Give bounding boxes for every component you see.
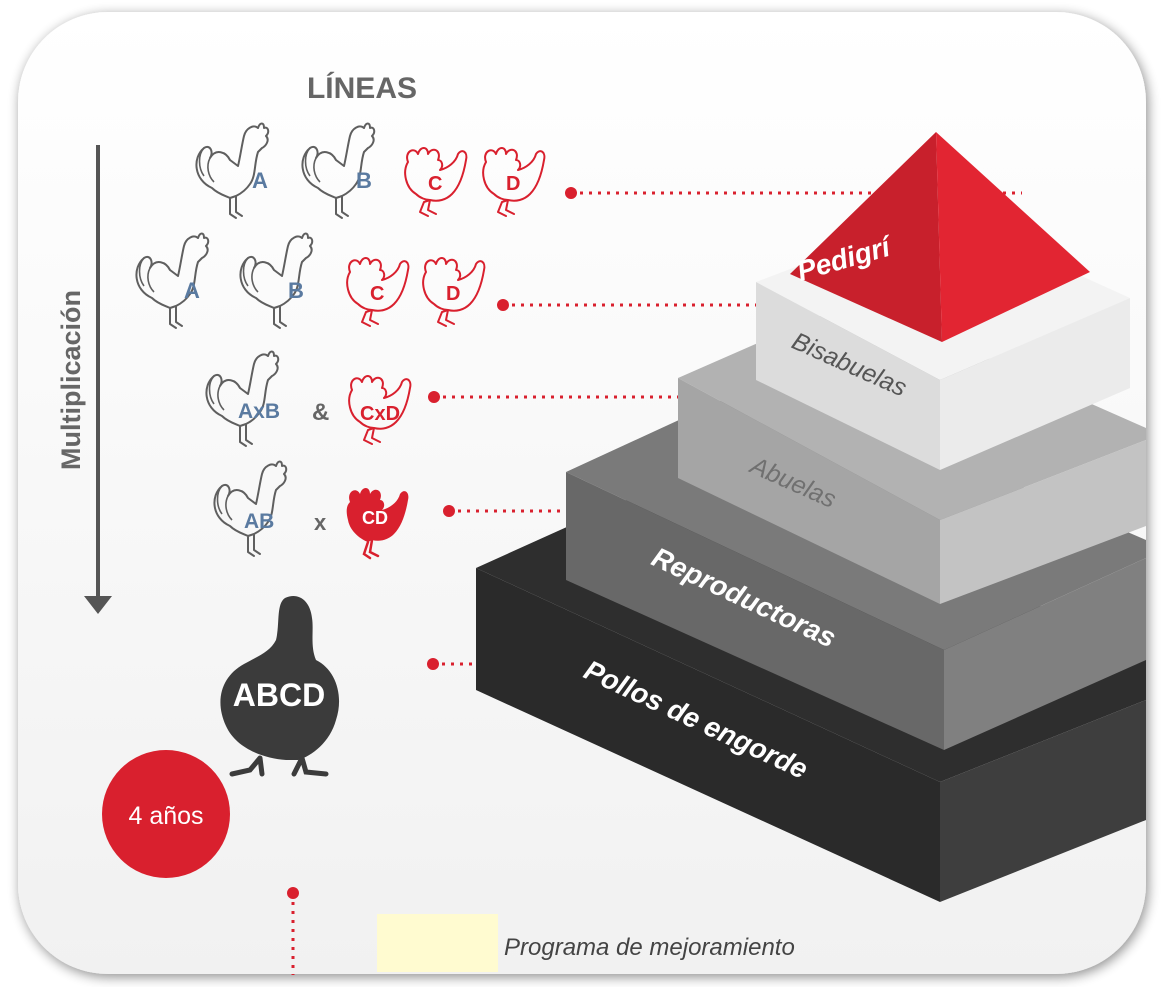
- arrow-down-icon: [84, 145, 112, 614]
- bird-code: D: [506, 173, 520, 195]
- bird-code: CD: [362, 508, 388, 528]
- pyramid-level-pedigree: [790, 132, 1090, 342]
- final-cross-label: ABCD: [233, 677, 325, 713]
- duration-badge: [102, 750, 230, 878]
- bird-code: AxB: [238, 400, 280, 423]
- legend-label: Programa de mejoramiento: [504, 934, 795, 961]
- pyramid: [476, 132, 1146, 902]
- row-2-birds: A B C D: [135, 232, 486, 329]
- row-4-birds: AB x CD: [213, 460, 410, 560]
- bird-code: AB: [244, 510, 274, 533]
- bird-code: CxD: [360, 403, 400, 425]
- connectors: [287, 187, 1022, 975]
- row-3-birds: AxB & CxD: [205, 350, 412, 447]
- bird-code: C: [370, 283, 384, 305]
- bird-code: B: [288, 278, 304, 303]
- bird-code: D: [446, 283, 460, 305]
- legend-swatch: [377, 914, 498, 972]
- duration-label: 4 años: [128, 802, 203, 830]
- cross-connector: x: [314, 510, 327, 535]
- cross-connector: &: [312, 399, 329, 426]
- bird-code: A: [252, 168, 268, 193]
- bird-code: A: [184, 278, 200, 303]
- lines-heading: LÍNEAS: [307, 71, 417, 105]
- bird-code: B: [356, 168, 372, 193]
- bird-code: C: [428, 173, 442, 195]
- broiler-icon: [220, 596, 340, 777]
- row-1-birds: A B C D: [195, 122, 546, 219]
- multiplication-axis-label: Multiplicación: [56, 290, 86, 470]
